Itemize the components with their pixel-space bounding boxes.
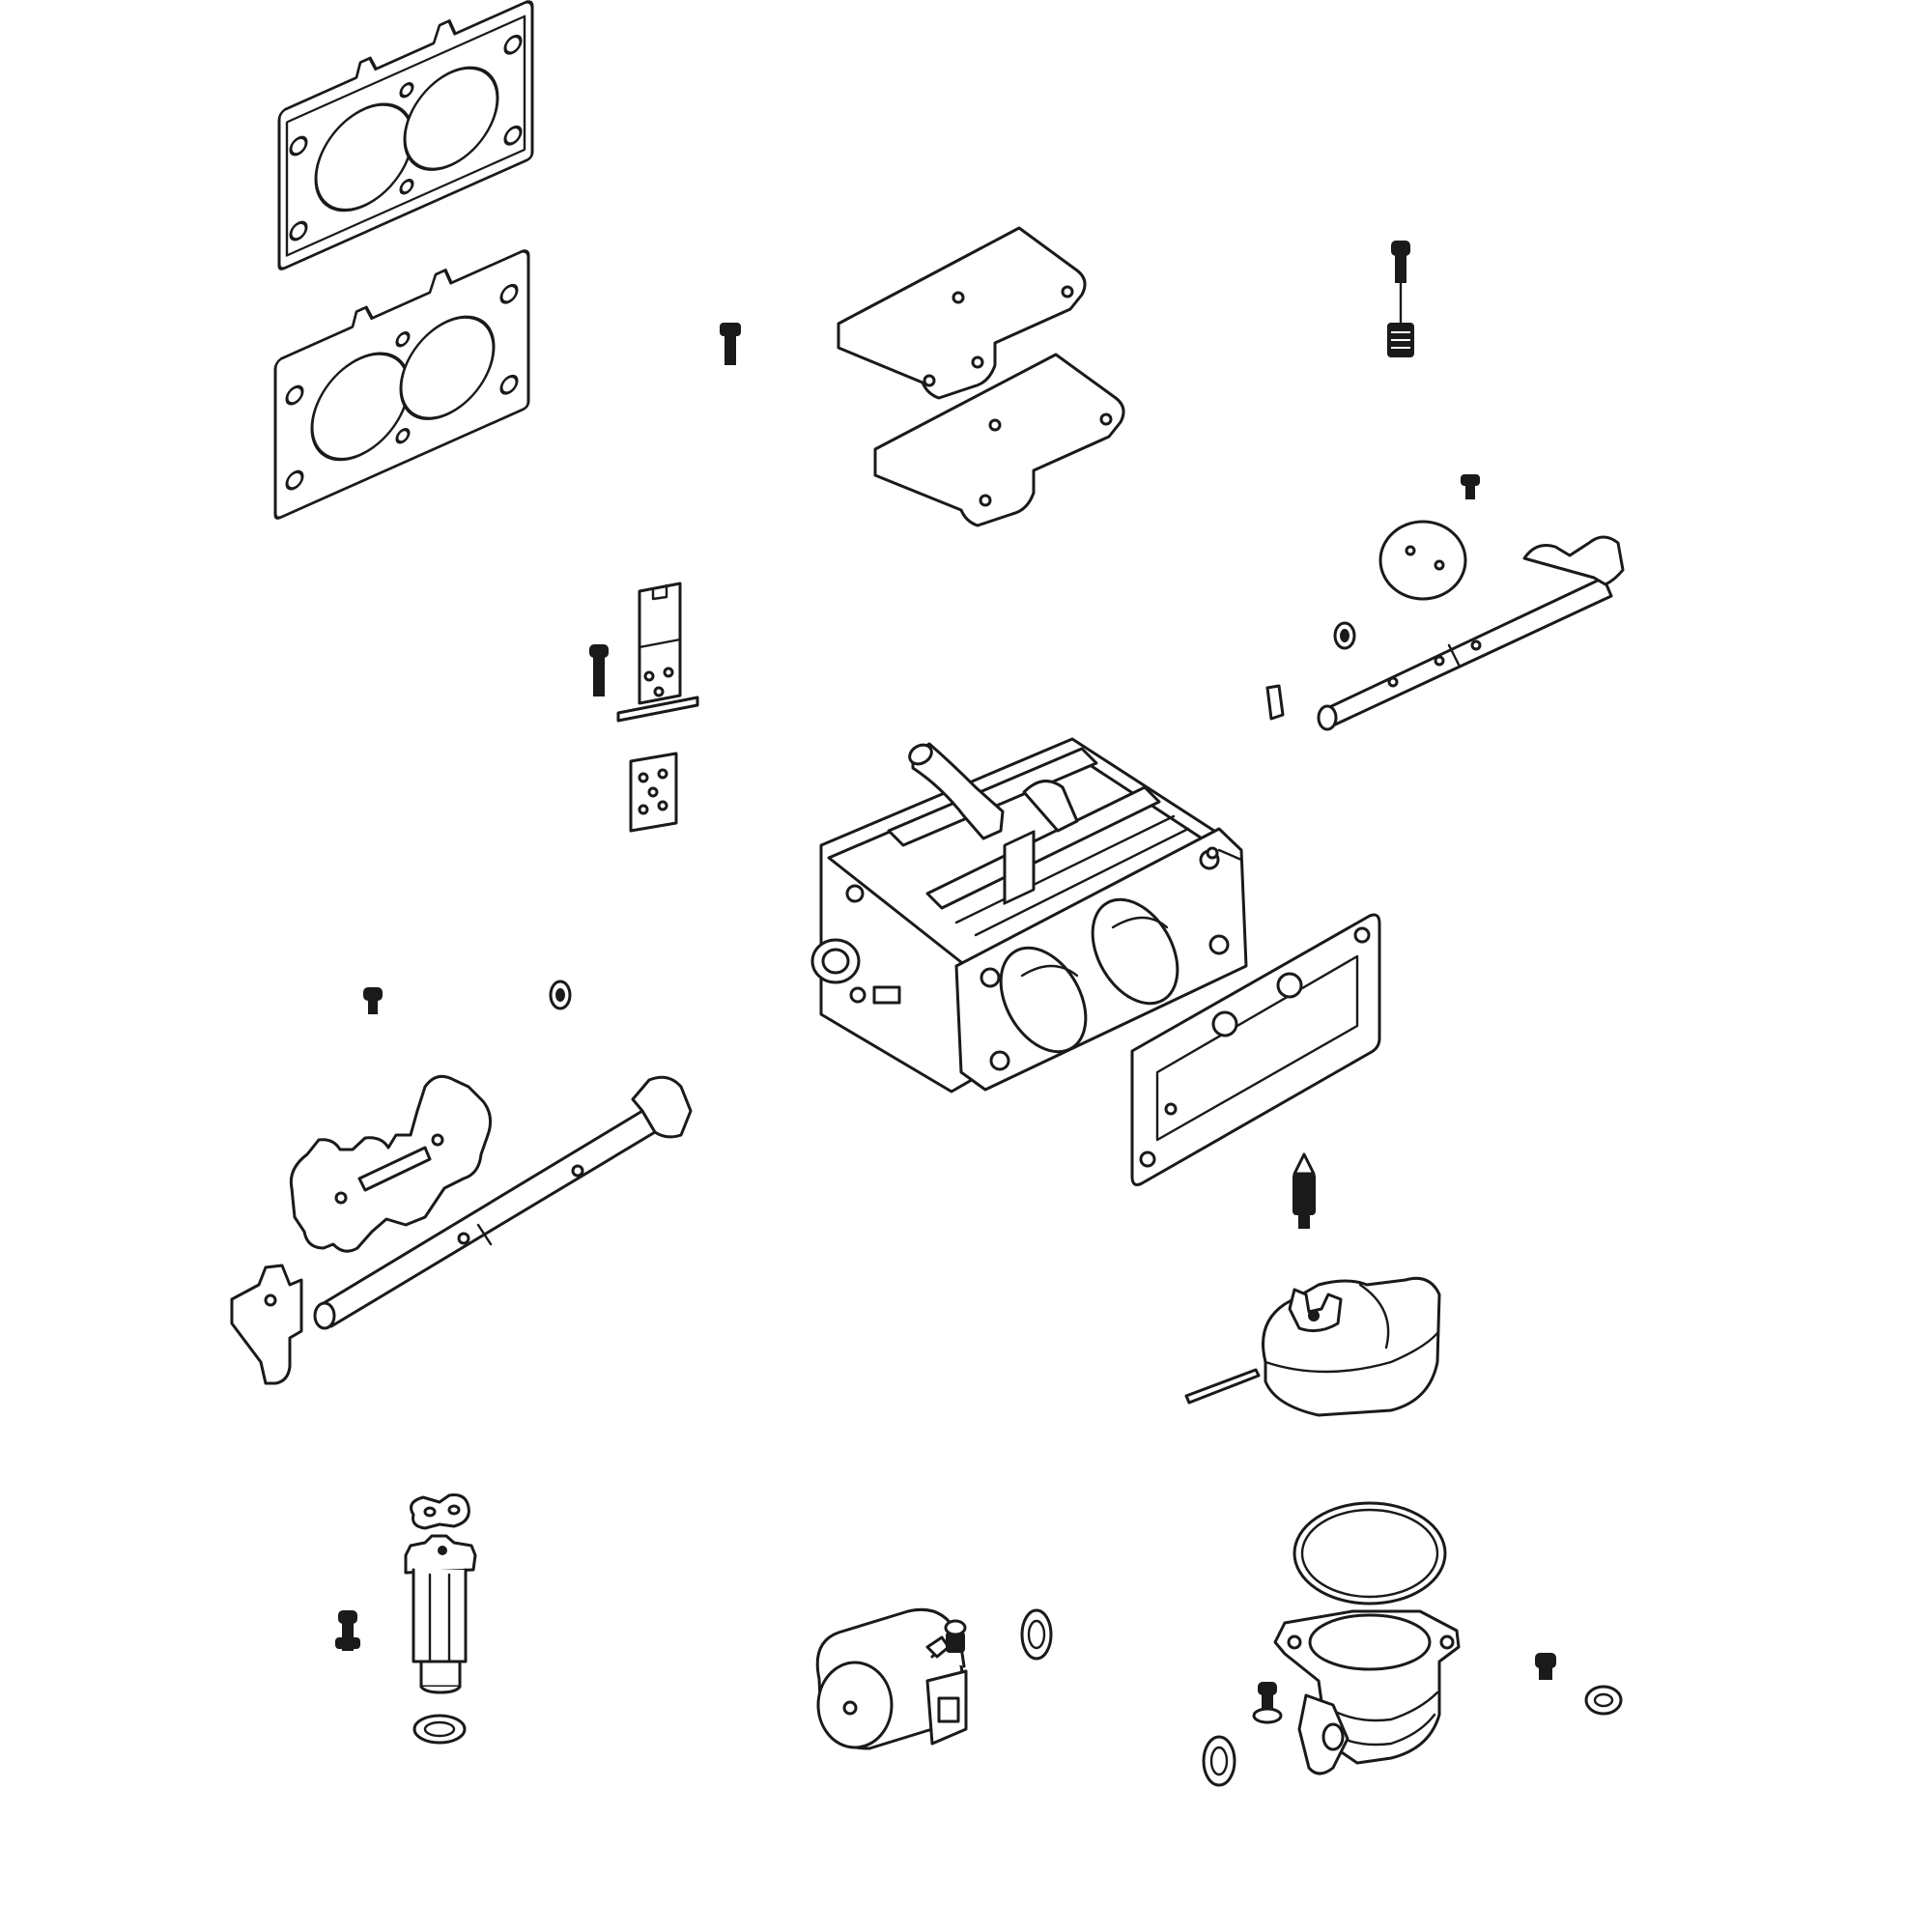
choke-shaft-icon: [1317, 535, 1625, 731]
mounting-gasket-icon: [1130, 913, 1381, 1186]
idle-jet-tower-icon: [616, 582, 699, 723]
drain-screw-icon: [1535, 1653, 1556, 1680]
emulsion-screw-icon: [335, 1610, 360, 1651]
idle-mixture-screw-icon: [1387, 241, 1414, 357]
float-icon: [1262, 1276, 1441, 1417]
throttle-screw-icon: [363, 987, 383, 1014]
emulsion-washer-icon: [412, 1714, 467, 1745]
throttle-shaft-icon: [230, 1075, 693, 1385]
drain-washer-icon: [1584, 1685, 1623, 1716]
emulsion-tube-icon: [404, 1493, 477, 1694]
intake-gasket-lower-icon: [273, 249, 530, 520]
cover-plate-gasket-upper-icon: [837, 226, 1087, 400]
carburetor-body-icon: [810, 737, 1248, 1094]
screw-icon: [720, 323, 741, 365]
choke-clip-icon: [1265, 684, 1285, 721]
choke-washer-icon: [1333, 621, 1356, 650]
inlet-needle-icon: [1293, 1152, 1316, 1229]
bowl-o-ring-icon: [1293, 1501, 1447, 1605]
fuel-solenoid-icon: [815, 1607, 968, 1750]
cover-plate-gasket-lower-icon: [873, 353, 1125, 527]
intake-gasket-upper-icon: [277, 0, 534, 270]
throttle-washer-icon: [549, 980, 572, 1010]
choke-screw-icon: [1461, 474, 1480, 499]
main-jet-bracket-icon: [629, 752, 678, 833]
idle-jet-screw-icon: [589, 644, 609, 696]
solenoid-washer-icon: [1020, 1608, 1053, 1661]
bowl-washer-icon: [1202, 1735, 1236, 1787]
float-pin-icon: [1184, 1368, 1261, 1405]
throttle-plate-icon: [289, 1074, 493, 1253]
bowl-screw-icon: [1252, 1682, 1283, 1724]
choke-plate-icon: [1378, 520, 1467, 601]
float-bowl-icon: [1273, 1609, 1461, 1776]
